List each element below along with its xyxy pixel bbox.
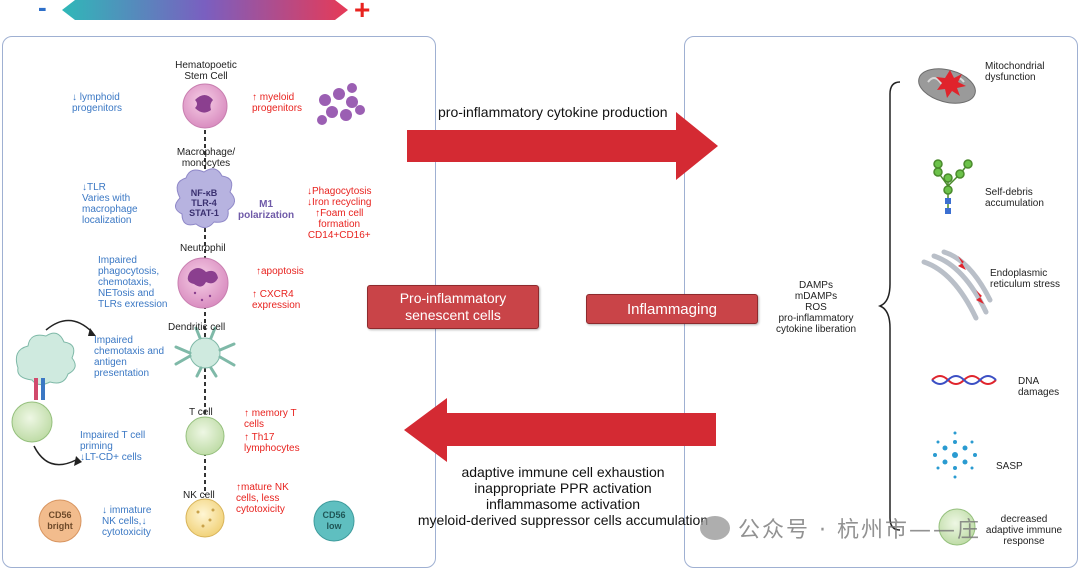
nk-cell-icon — [185, 498, 225, 538]
note-tcell-left: Impaired T cell priming ↓LT-CD+ cells — [80, 430, 146, 463]
neutrophil-label: Neutrophil — [180, 243, 226, 254]
hallmark-label-3: Endoplasmic reticulum stress — [990, 268, 1061, 290]
note-nkcell-left: ↓ immature NK cells,↓ cytotoxicity — [102, 505, 152, 538]
myeloid-cluster-icon — [317, 83, 365, 125]
cd56-bright-icon — [38, 499, 82, 543]
senescent-cells-label: Pro-inflammatory senescent cells — [399, 290, 507, 323]
senescent-cells-box: Pro-inflammatory senescent cells — [367, 285, 539, 329]
hallmark-label-2: Self-debris accumulation — [985, 187, 1044, 209]
macrophage-markers: NF-κB TLR-4 STAT-1 — [189, 188, 219, 218]
note-tcell-right-2: ↑ Th17 lymphocytes — [244, 432, 300, 454]
note-nkcell-right: ↑mature NK cells, less cytotoxicity — [236, 482, 289, 515]
inflammaging-label: Inflammaging — [626, 300, 718, 318]
hallmark-brace — [877, 81, 901, 531]
watermark: 公众号 · 杭州市——庄 — [700, 512, 981, 544]
mitochondria-icon — [918, 68, 976, 104]
note-hsc-right: ↑ myeloid progenitors — [252, 92, 303, 114]
inflammaging-box: Inflammaging — [586, 294, 758, 324]
note-hsc-left: ↓ lymphoid progenitors — [72, 92, 123, 114]
glycan-icon — [933, 159, 973, 214]
er-icon — [921, 249, 993, 321]
t-cell-icon — [185, 416, 225, 456]
note-dendritic-left: Impaired chemotaxis and antigen presenta… — [94, 335, 165, 379]
note-neutrophil-right-2: ↑ CXCR4 expression — [252, 289, 301, 311]
scale-plus: + — [354, 0, 371, 25]
nk-cell-label: NK cell — [183, 490, 215, 501]
top-red-arrow — [407, 112, 718, 180]
bottom-red-arrow — [404, 398, 716, 462]
hallmark-label-1: Mitochondrial dysfunction — [985, 61, 1045, 83]
damps-label: DAMPs mDAMPs ROS pro-inflammatory cytoki… — [775, 280, 857, 335]
lymphocyte-icon — [938, 508, 976, 546]
note-tcell-right-1: ↑ memory T cells — [244, 408, 297, 430]
scale-gradient-bar — [62, 0, 348, 20]
note-macrophage-left: ↓TLR Varies with macrophage localization — [82, 182, 138, 226]
cd56-low-icon — [313, 500, 355, 542]
hallmark-label-5: SASP — [996, 461, 1023, 472]
note-neutrophil-left: Impaired phagocytosis, chemotaxis, NETos… — [98, 255, 168, 310]
scale-minus: - — [38, 0, 47, 22]
dna-icon — [931, 375, 997, 385]
top-arrow-label: pro-inflammatory cytokine production — [438, 104, 668, 120]
macrophage-label: Macrophage/ monocytes — [176, 147, 236, 169]
neutrophil-icon — [177, 257, 229, 309]
bottom-arrow-label-3: inflammasome activation — [485, 496, 641, 512]
note-m1: M1 polarization — [238, 199, 295, 221]
wechat-icon — [700, 516, 730, 540]
hsc-label: Hematopoetic Stem Cell — [175, 60, 237, 82]
curved-arrow-top — [45, 319, 93, 333]
cd56-low-label: CD56 low — [322, 510, 346, 531]
sasp-icon — [933, 431, 977, 479]
curved-arrow-bottom — [33, 445, 77, 466]
bottom-arrow-label-1: adaptive immune cell exhaustion — [461, 464, 665, 480]
hsc-icon — [182, 83, 228, 129]
macrophage-icon — [175, 168, 235, 228]
hallmark-label-6: decreased adaptive immune response — [985, 514, 1063, 547]
dendritic-cell-icon — [174, 326, 236, 378]
note-macrophage-right: ↓Phagocytosis ↓Iron recycling ↑Foam cell… — [307, 186, 372, 241]
t-cell-label: T cell — [189, 407, 213, 418]
watermark-text: 公众号 · 杭州市——庄 — [738, 518, 981, 543]
dendritic-label: Dendritic cell — [168, 322, 226, 333]
antigen-presentation-icon — [11, 332, 76, 443]
cd56-bright-label: CD56 bright — [47, 510, 73, 531]
bottom-arrow-label-2: inappropriate PPR activation — [474, 480, 652, 496]
note-neutrophil-right-1: ↑apoptosis — [256, 266, 304, 277]
bottom-arrow-label-4: myeloid-derived suppressor cells accumul… — [417, 512, 709, 528]
hallmark-label-4: DNA damages — [1018, 376, 1060, 398]
